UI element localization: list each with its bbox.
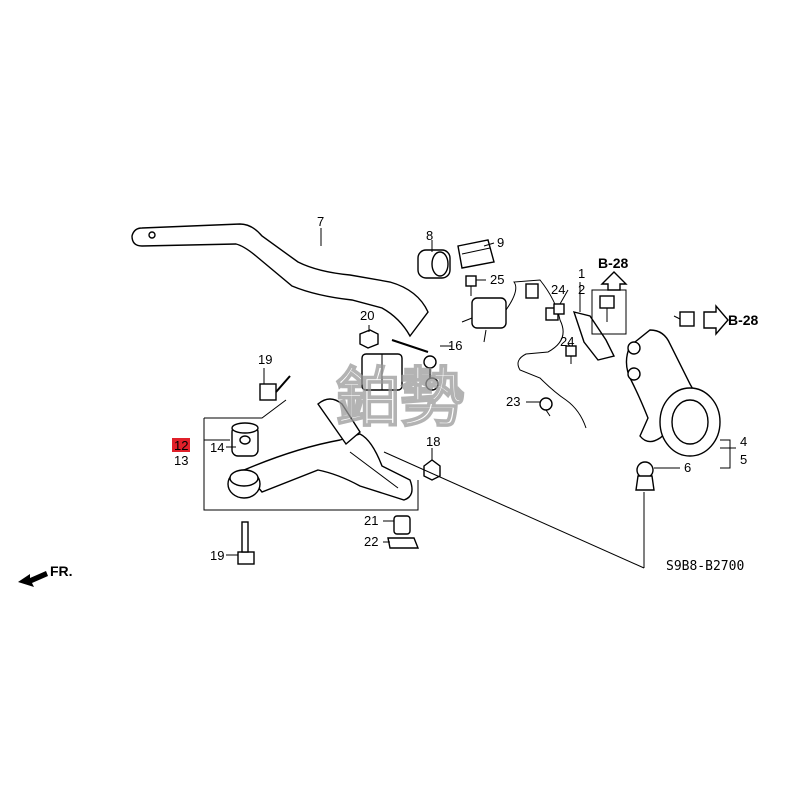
callout-16: 16: [448, 338, 462, 353]
callout-14: 14: [210, 440, 224, 455]
callout-5: 5: [740, 452, 747, 467]
ref-b28-top: B-28: [598, 255, 629, 271]
bolt-19-lower: [237, 521, 255, 565]
watermark-logo: 鉑勢: [336, 361, 464, 436]
callout-2: 2: [578, 282, 585, 297]
ball-joint: [635, 461, 655, 491]
callout-20: 20: [360, 308, 374, 323]
callout-24b: 24: [560, 334, 574, 349]
bushing-holder: [457, 239, 495, 269]
arrow-to-b28-right: [703, 304, 729, 336]
callout-1: 1: [578, 266, 585, 281]
callout-7: 7: [317, 214, 324, 229]
leader-lines: [226, 228, 736, 569]
callout-4: 4: [740, 434, 747, 449]
callout-18: 18: [426, 434, 440, 449]
callout-25: 25: [490, 272, 504, 287]
bracket-21: [393, 515, 411, 535]
front-label: FR.: [50, 563, 73, 579]
callout-13: 13: [174, 453, 188, 468]
b28-bolt-right: [673, 311, 695, 327]
lower-arm-box: [203, 399, 419, 511]
steering-knuckle: [625, 329, 721, 457]
callout-19-upper: 19: [258, 352, 272, 367]
callout-12: 12: [174, 438, 188, 453]
callout-6: 6: [684, 460, 691, 475]
nut-18: [423, 459, 441, 481]
stabilizer-link: [361, 339, 439, 391]
bolt-19-upper: [259, 375, 291, 401]
diagram-code: S9B8-B2700: [666, 559, 744, 574]
bolt-24a: [553, 303, 565, 315]
stabilizer-bushing: [417, 249, 451, 279]
front-arrow-icon: [18, 571, 48, 587]
bushing-14: [231, 422, 259, 457]
callout-21: 21: [364, 513, 378, 528]
callout-24a: 24: [551, 282, 565, 297]
bolt-25: [465, 275, 477, 296]
clip-22: [387, 537, 420, 549]
callout-19-lower: 19: [210, 548, 224, 563]
bracket: [572, 311, 616, 361]
rear-bushing: [227, 469, 261, 499]
lower-arm: [242, 398, 413, 501]
arrow-to-b28-up: [600, 271, 628, 291]
callout-9: 9: [497, 235, 504, 250]
abs-wiring: [461, 279, 587, 429]
ref-b28-right: B-28: [728, 312, 759, 328]
callout-23: 23: [506, 394, 520, 409]
callout-8: 8: [426, 228, 433, 243]
bolt-24b: [565, 345, 577, 364]
stabilizer-bar: [131, 223, 429, 338]
callout-22: 22: [364, 534, 378, 549]
nut-20: [359, 329, 379, 349]
highlight-marker: [172, 438, 190, 452]
